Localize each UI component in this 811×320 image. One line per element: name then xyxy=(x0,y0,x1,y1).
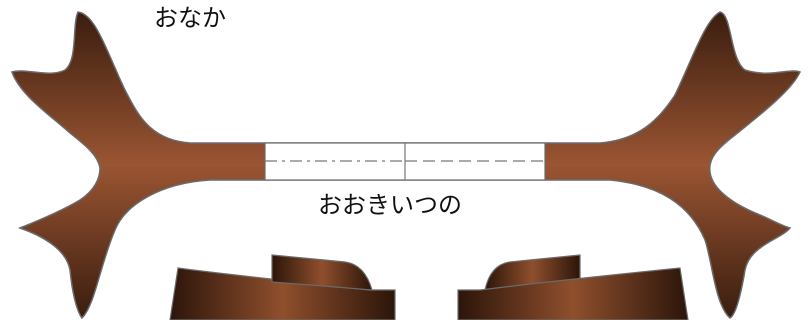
belly-label: おなか xyxy=(154,4,226,32)
big-antler-label: おおきいつの xyxy=(318,191,462,219)
right-body-piece xyxy=(457,267,689,320)
left-tab-piece xyxy=(271,254,373,291)
